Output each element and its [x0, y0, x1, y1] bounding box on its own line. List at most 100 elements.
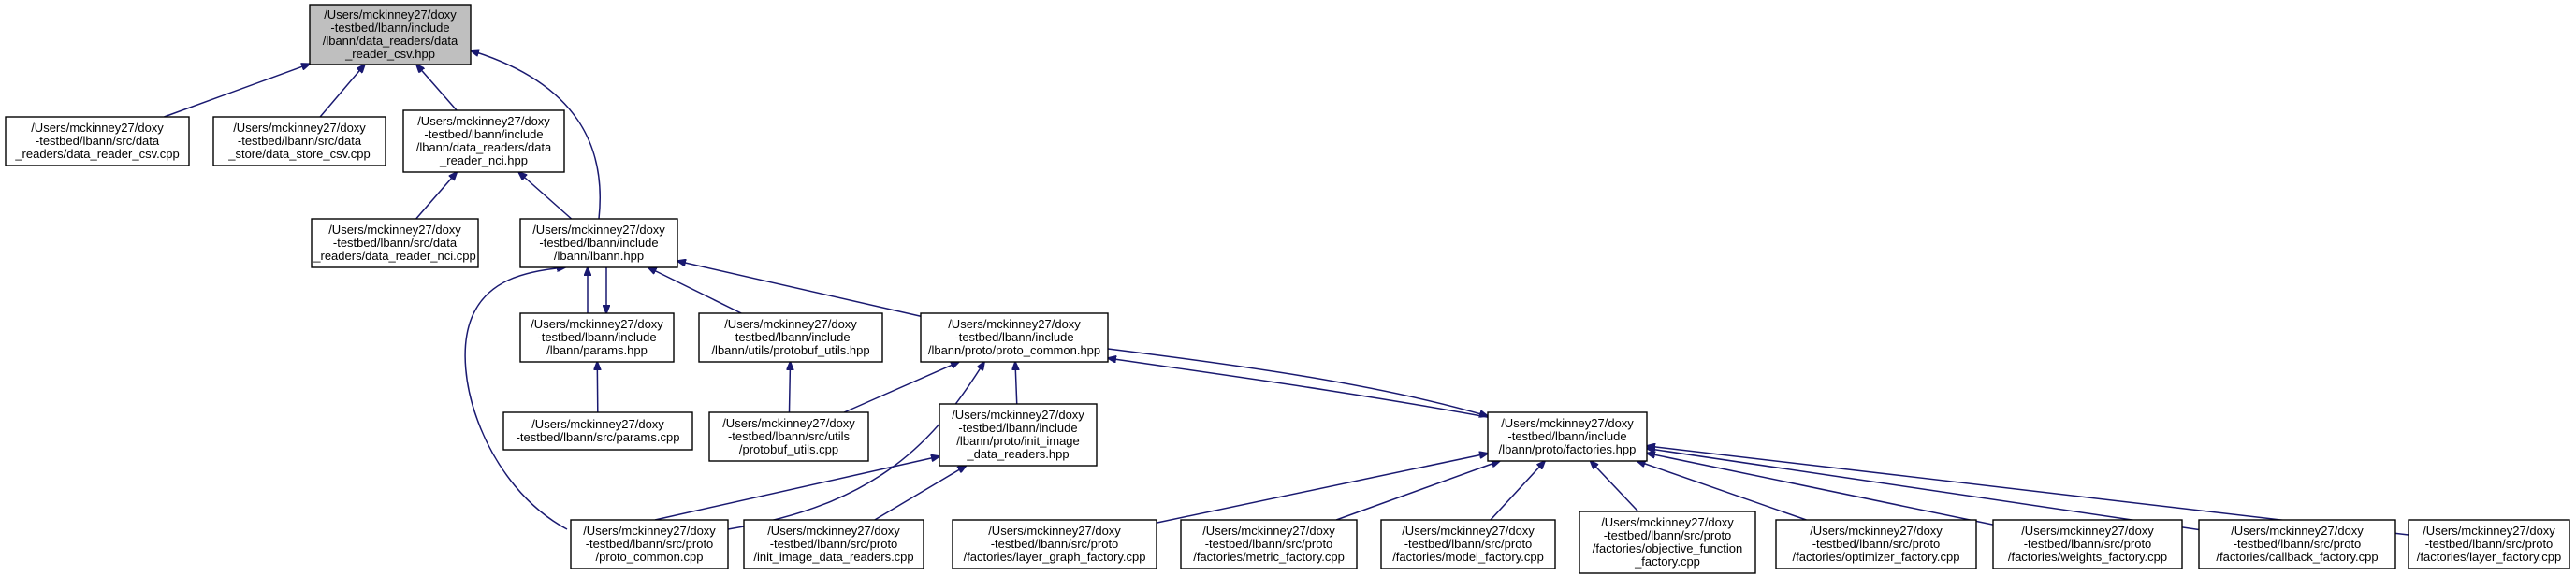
- node-label-line: /init_image_data_readers.cpp: [753, 550, 913, 564]
- node-box: [309, 4, 472, 65]
- graph-node-n5[interactable]: /Users/mckinney27/doxy-testbed/lbann/inc…: [519, 218, 678, 268]
- node-box: [1487, 411, 1648, 462]
- node-label-line: /Users/mckinney27/doxy: [1501, 416, 1634, 430]
- graph-node-n19[interactable]: /Users/mckinney27/doxy-testbed/lbann/src…: [1775, 519, 1977, 569]
- graph-node-n20[interactable]: /Users/mckinney27/doxy-testbed/lbann/src…: [1992, 519, 2183, 569]
- graph-node-n22[interactable]: /Users/mckinney27/doxy-testbed/lbann/src…: [2408, 519, 2570, 569]
- node-label-line: /factories/layer_graph_factory.cpp: [964, 550, 1146, 564]
- node-box: [311, 218, 479, 268]
- graph-node-n2[interactable]: /Users/mckinney27/doxy-testbed/lbann/src…: [212, 116, 386, 166]
- edge-n5-to-n3: [518, 172, 573, 220]
- node-box: [952, 519, 1157, 569]
- node-label-line: -testbed/lbann/src/proto: [1404, 537, 1533, 551]
- node-label-line: /Users/mckinney27/doxy: [722, 416, 855, 430]
- node-label-line: /Users/mckinney27/doxy: [417, 114, 550, 128]
- graph-node-n9[interactable]: /Users/mckinney27/doxy-testbed/lbann/src…: [502, 411, 693, 451]
- edge-n20-to-n12: [1647, 454, 1994, 526]
- edge-n13-to-n11: [654, 456, 939, 521]
- graph-node-n15[interactable]: /Users/mckinney27/doxy-testbed/lbann/src…: [952, 519, 1157, 569]
- graph-node-n16[interactable]: /Users/mckinney27/doxy-testbed/lbann/src…: [1180, 519, 1358, 569]
- graph-node-n1[interactable]: /Users/mckinney27/doxy-testbed/lbann/src…: [5, 116, 190, 166]
- node-box: [519, 312, 675, 363]
- node-label-line: -testbed/lbann/src/proto: [1205, 537, 1333, 551]
- node-label-line: /lbann/proto/factories.hpp: [1499, 442, 1637, 456]
- edge-n8-to-n12: [1107, 348, 1488, 416]
- graph-node-n6[interactable]: /Users/mckinney27/doxy-testbed/lbann/inc…: [519, 312, 675, 363]
- node-label-line: /Users/mckinney27/doxy: [1202, 524, 1335, 538]
- node-label-line: /lbann/utils/protobuf_utils.hpp: [711, 343, 869, 357]
- edge-n10-to-n8: [843, 362, 959, 413]
- node-label-line: /Users/mckinney27/doxy: [328, 223, 461, 237]
- node-box: [2198, 519, 2396, 569]
- edge-n17-to-n12: [1490, 461, 1545, 521]
- graph-node-n17[interactable]: /Users/mckinney27/doxy-testbed/lbann/src…: [1380, 519, 1556, 569]
- node-label-line: -testbed/lbann/src/proto: [1604, 528, 1732, 542]
- node-label-line: -testbed/lbann/src/proto: [991, 537, 1119, 551]
- edge-n11-to-n8: [1015, 362, 1017, 405]
- edge-n4-to-n3: [415, 172, 458, 220]
- edge-n5-to-root: [471, 50, 601, 220]
- node-label-line: /lbann/data_readers/data: [416, 140, 552, 154]
- node-box: [570, 519, 729, 569]
- edge-n21-to-n12: [1647, 449, 2200, 531]
- nodes-layer: /Users/mckinney27/doxy-testbed/lbann/inc…: [5, 4, 2570, 574]
- node-label-line: -testbed/lbann/include: [958, 421, 1077, 435]
- node-label-line: -testbed/lbann/src/proto: [586, 537, 714, 551]
- graph-node-n8[interactable]: /Users/mckinney27/doxy-testbed/lbann/inc…: [920, 312, 1109, 363]
- graph-node-n4[interactable]: /Users/mckinney27/doxy-testbed/lbann/src…: [311, 218, 479, 268]
- node-label-line: /Users/mckinney27/doxy: [532, 223, 665, 237]
- node-label-line: /Users/mckinney27/doxy: [233, 121, 366, 135]
- edge-n16-to-n12: [1335, 461, 1500, 521]
- graph-node-n11[interactable]: /Users/mckinney27/doxy-testbed/lbann/inc…: [939, 403, 1098, 467]
- node-label-line: /Users/mckinney27/doxy: [31, 121, 164, 135]
- node-label-line: /Users/mckinney27/doxy: [988, 524, 1121, 538]
- edge-n3-to-root: [416, 65, 458, 111]
- node-box: [698, 312, 883, 363]
- node-label-line: -testbed/lbann/src/data: [333, 236, 458, 250]
- node-box: [1380, 519, 1556, 569]
- node-label-line: /Users/mckinney27/doxy: [2021, 524, 2154, 538]
- node-label-line: -testbed/lbann/include: [424, 127, 543, 141]
- graph-node-n7[interactable]: /Users/mckinney27/doxy-testbed/lbann/inc…: [698, 312, 883, 363]
- node-label-line: -testbed/lbann/include: [330, 21, 449, 35]
- edge-n13-to-n8: [727, 362, 984, 530]
- node-label-line: /Users/mckinney27/doxy: [767, 524, 900, 538]
- node-box: [1992, 519, 2183, 569]
- edges-layer: [164, 50, 2409, 536]
- graph-node-n10[interactable]: /Users/mckinney27/doxy-testbed/lbann/src…: [708, 411, 869, 462]
- node-label-line: -testbed/lbann/src/params.cpp: [517, 430, 680, 444]
- node-box: [502, 411, 693, 451]
- node-label-line: /Users/mckinney27/doxy: [952, 408, 1084, 422]
- node-label-line: /factories/model_factory.cpp: [1392, 550, 1544, 564]
- edge-n13-to-n5: [464, 267, 568, 530]
- node-label-line: -testbed/lbann/src/proto: [1812, 537, 1941, 551]
- node-label-line: -testbed/lbann/src/proto: [770, 537, 898, 551]
- node-label-line: -testbed/lbann/src/utils: [728, 429, 851, 443]
- graph-node-n14[interactable]: /Users/mckinney27/doxy-testbed/lbann/src…: [743, 519, 924, 569]
- edge-n19-to-n12: [1637, 461, 1807, 521]
- graph-node-n21[interactable]: /Users/mckinney27/doxy-testbed/lbann/src…: [2198, 519, 2396, 569]
- node-label-line: -testbed/lbann/src/data: [238, 134, 362, 148]
- node-label-line: -testbed/lbann/src/proto: [2425, 537, 2554, 551]
- graph-node-n18[interactable]: /Users/mckinney27/doxy-testbed/lbann/src…: [1579, 511, 1756, 574]
- node-label-line: _data_readers.hpp: [966, 447, 1069, 461]
- node-box: [2408, 519, 2570, 569]
- edge-n18-to-n12: [1591, 461, 1639, 512]
- graph-node-n3[interactable]: /Users/mckinney27/doxy-testbed/lbann/inc…: [402, 109, 565, 173]
- node-label-line: -testbed/lbann/src/proto: [2234, 537, 2362, 551]
- graph-node-root[interactable]: /Users/mckinney27/doxy-testbed/lbann/inc…: [309, 4, 472, 65]
- node-label-line: _reader_csv.hpp: [344, 47, 435, 61]
- edge-n12-to-n8: [1108, 358, 1498, 420]
- node-label-line: /lbann/params.hpp: [546, 343, 648, 357]
- graph-node-n13[interactable]: /Users/mckinney27/doxy-testbed/lbann/src…: [570, 519, 729, 569]
- node-label-line: /lbann/proto/proto_common.hpp: [928, 343, 1100, 357]
- node-label-line: -testbed/lbann/include: [1507, 429, 1626, 443]
- node-label-line: /factories/optimizer_factory.cpp: [1793, 550, 1960, 564]
- node-label-line: /Users/mckinney27/doxy: [1601, 515, 1734, 529]
- node-label-line: /lbann/data_readers/data: [323, 34, 458, 48]
- edge-n2-to-root: [319, 65, 365, 118]
- node-label-line: -testbed/lbann/include: [731, 330, 850, 344]
- node-label-line: -testbed/lbann/include: [954, 330, 1073, 344]
- node-label-line: /lbann/proto/init_image: [956, 434, 1080, 448]
- graph-node-n12[interactable]: /Users/mckinney27/doxy-testbed/lbann/inc…: [1487, 411, 1648, 462]
